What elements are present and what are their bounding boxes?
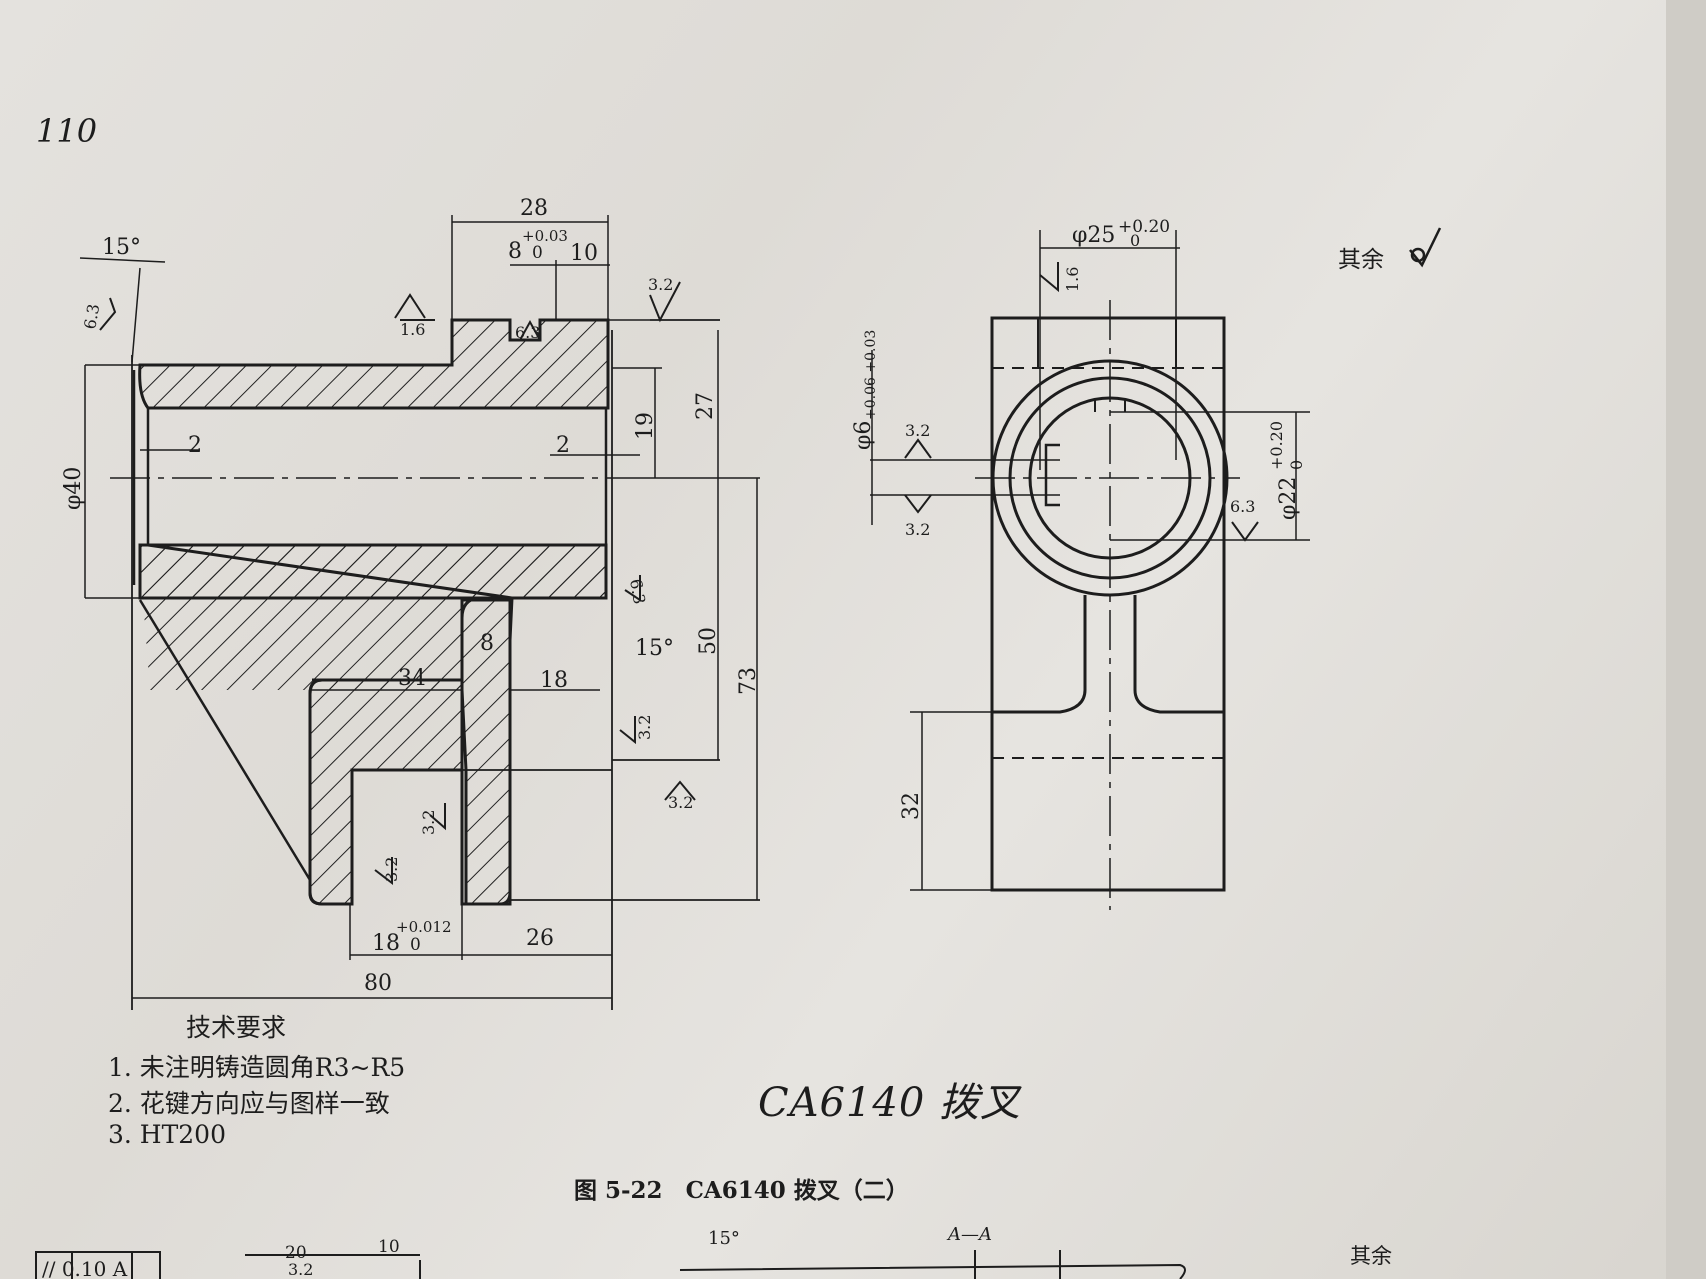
dim-18-zero: 0 [410,935,421,955]
roughness-symbols-left [99,281,696,886]
top-wall-section [138,318,610,410]
next-angle-15: 15° [708,1228,740,1249]
dim-phi40: φ40 [61,467,86,510]
dim-50: 50 [696,627,721,655]
rough-16-top: 1.6 [400,320,425,339]
next-figure-fragment [35,1250,1186,1279]
dim-10: 10 [570,241,598,266]
next-rough-32: 3.2 [288,1260,313,1279]
rough-63-slot: 6.3 [515,323,540,342]
rough-32-b: 3.2 [668,793,693,812]
tol-18: +0.012 [396,918,452,936]
rough-63-left: 6.3 [80,302,103,330]
tol-22: +0.20 [1267,421,1286,470]
requirement-item: 3. HT200 [108,1120,226,1149]
tol-6: +0.06 +0.03 [863,330,879,420]
next-rest-note: 其余 [1350,1244,1392,1268]
next-page-edge [1666,0,1706,1279]
dim-27: 27 [693,392,718,420]
page-number: 110 [36,112,98,150]
tol-8: +0.03 [522,227,568,245]
requirement-item: 1. 未注明铸造圆角R3~R5 [108,1053,406,1082]
rough-16-right: 1.6 [1063,267,1082,292]
rough-63-right: 6.3 [626,577,649,605]
dim-80: 80 [364,971,392,996]
dim-18-bottom: 18 [372,931,400,956]
left-section-view [79,215,760,1010]
dim-phi25: φ25 [1072,223,1115,248]
next-figure-labels: // 0.10 A 20 10 3.2 15° A—A [42,1224,992,1279]
section-label: A—A [946,1224,992,1245]
rough-32-a: 3.2 [635,715,654,740]
dim-34: 34 [398,666,426,691]
tolerance-frame: // 0.10 A [42,1257,128,1279]
right-view-labels: φ25 +0.20 0 1.6 φ6 +0.06 +0.03 3.2 3.2 φ… [851,217,1306,820]
requirements-title: 技术要求 [186,1013,287,1042]
rough-32-c: 3.2 [419,810,438,835]
rough-32-top: 3.2 [648,275,673,294]
dim-32: 32 [899,792,924,820]
dim-28: 28 [520,196,548,221]
rough-63-right: 6.3 [1230,497,1255,516]
right-side-view [870,230,1310,910]
dim-8-web: 8 [480,631,494,656]
rough-32-right-b: 3.2 [905,520,930,539]
figure-caption: 图 5-22 CA6140 拨叉（二） [574,1177,909,1204]
tol-25: +0.20 [1118,217,1170,237]
dim-8-zero: 0 [532,243,543,263]
next-dim-20: 20 [285,1243,307,1263]
requirement-item: 2. 花键方向应与图样一致 [108,1089,390,1118]
angle-15-right: 15° [635,636,674,661]
dim-2-right: 2 [556,433,570,458]
dim-73: 73 [736,667,761,695]
rest-surface-note: 其余 [1338,247,1384,273]
dim-phi25-zero: 0 [1130,231,1140,250]
dim-19: 19 [633,412,658,440]
handwritten-note: CA6140 拨叉 [758,1080,1022,1126]
rough-32-right-a: 3.2 [905,421,930,440]
rough-32-d: 3.2 [382,857,401,882]
dim-phi6: φ6 [851,421,876,450]
dim-phi22-zero: 0 [1287,460,1306,470]
dim-18-mid: 18 [540,668,568,693]
roughness-symbols-right [904,227,1442,542]
dim-8: 8 [508,239,522,264]
angle-15-top: 15° [102,235,141,260]
dim-phi22: φ22 [1276,477,1301,520]
left-view-labels: 28 +0.03 8 0 10 15° 6.3 1.6 6.3 3.2 2 2 … [61,196,761,996]
dim-26: 26 [526,926,554,951]
next-dim-10: 10 [378,1237,400,1257]
dim-2-left: 2 [188,433,202,458]
